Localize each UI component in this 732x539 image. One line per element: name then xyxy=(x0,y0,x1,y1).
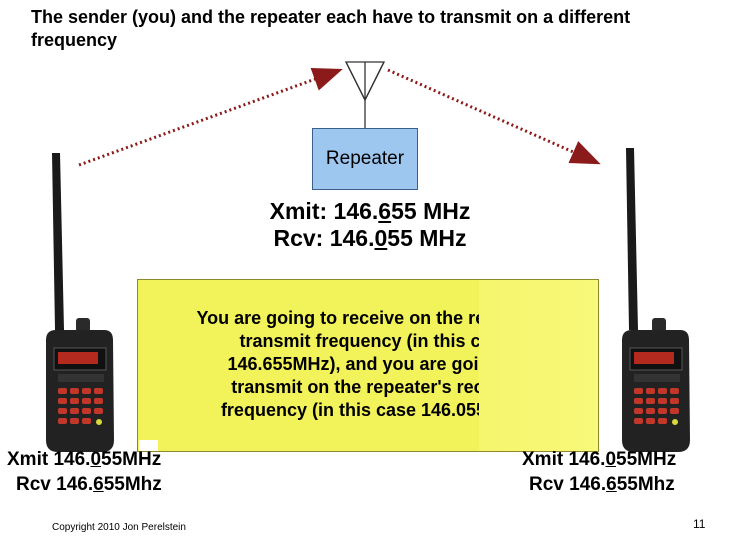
note-line: frequency (in this case 146.055MHz) xyxy=(220,400,479,420)
left-xmit: Xmit 146.055MHz xyxy=(7,449,162,470)
left-rcv: Rcv 146.655Mhz xyxy=(16,474,162,495)
antenna-icon xyxy=(344,61,386,128)
right-xmit: Xmit 146.055MHz xyxy=(522,449,677,470)
note-line: You are going to receive on the repeater… xyxy=(196,308,479,328)
page-number: 11 xyxy=(693,517,706,531)
handheld-radio-icon xyxy=(622,148,690,452)
downlink-arrow xyxy=(387,68,601,165)
uplink-arrow xyxy=(78,67,343,167)
note-overlay-patch xyxy=(139,440,158,451)
left-radio-frequencies: Xmit 146.055MHz Rcv 146.655Mhz xyxy=(7,447,162,497)
note-text-clip: You are going to receive on the repeater… xyxy=(137,279,479,452)
note-line: 146.655MHz), and you are going to xyxy=(227,354,479,374)
repeater-rcv: Rcv: 146.055 MHz xyxy=(273,225,467,251)
repeater-frequencies: Xmit: 146.655 MHz Rcv: 146.055 MHz xyxy=(220,198,520,252)
note-line: transmit frequency (in this case xyxy=(239,331,479,351)
copyright: Copyright 2010 Jon Perelstein xyxy=(52,522,186,533)
note-overlay xyxy=(479,280,598,451)
note-line: transmit on the repeater's receive xyxy=(231,377,479,397)
note-text: You are going to receive on the repeater… xyxy=(145,307,479,422)
repeater-xmit: Xmit: 146.655 MHz xyxy=(269,198,471,224)
right-rcv: Rcv 146.655Mhz xyxy=(529,474,675,495)
repeater-box: Repeater xyxy=(312,128,418,190)
handheld-radio-icon xyxy=(46,153,114,452)
right-radio-frequencies: Xmit 146.055MHz Rcv 146.655Mhz xyxy=(522,447,676,497)
repeater-label: Repeater xyxy=(325,148,405,169)
slide-title: The sender (you) and the repeater each h… xyxy=(31,7,631,50)
